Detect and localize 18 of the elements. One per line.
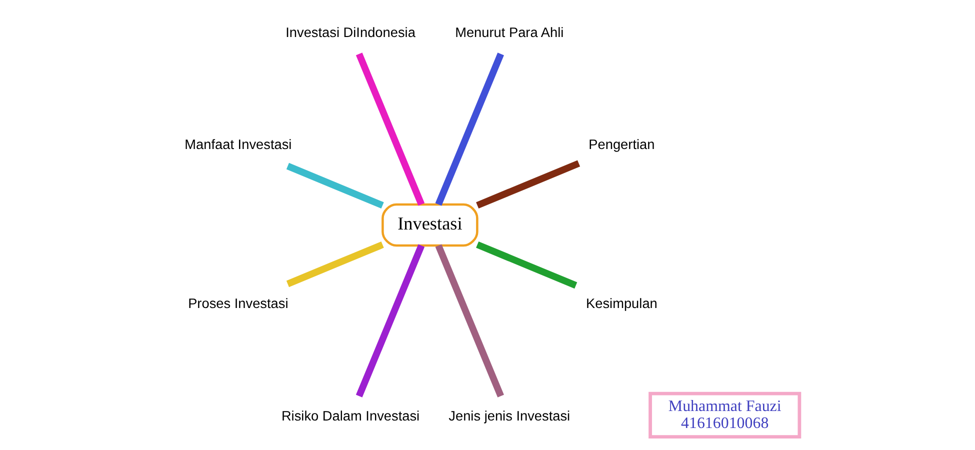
node-text: Pengertian — [588, 137, 655, 152]
node-text: Jenis jenis Investasi — [448, 408, 570, 424]
node-box: Muhammat Fauzi 41616010068 — [648, 392, 802, 438]
connector — [286, 241, 384, 288]
node-text: Manfaat Investasi — [184, 137, 292, 152]
node-text: Risiko Dalam Investasi — [281, 408, 420, 424]
node-box: Investasi — [382, 203, 478, 247]
connector — [356, 244, 425, 398]
connector — [476, 241, 578, 289]
node-text: Proses Investasi — [188, 296, 288, 311]
node-text: Kesimpulan — [586, 296, 658, 311]
connector — [356, 52, 425, 206]
connector — [476, 160, 580, 209]
connector — [435, 244, 504, 398]
node-text: Investasi DiIndonesia — [286, 24, 416, 40]
connector — [435, 52, 504, 206]
node-text: Menurut Para Ahli — [455, 24, 564, 40]
connector — [286, 162, 384, 209]
